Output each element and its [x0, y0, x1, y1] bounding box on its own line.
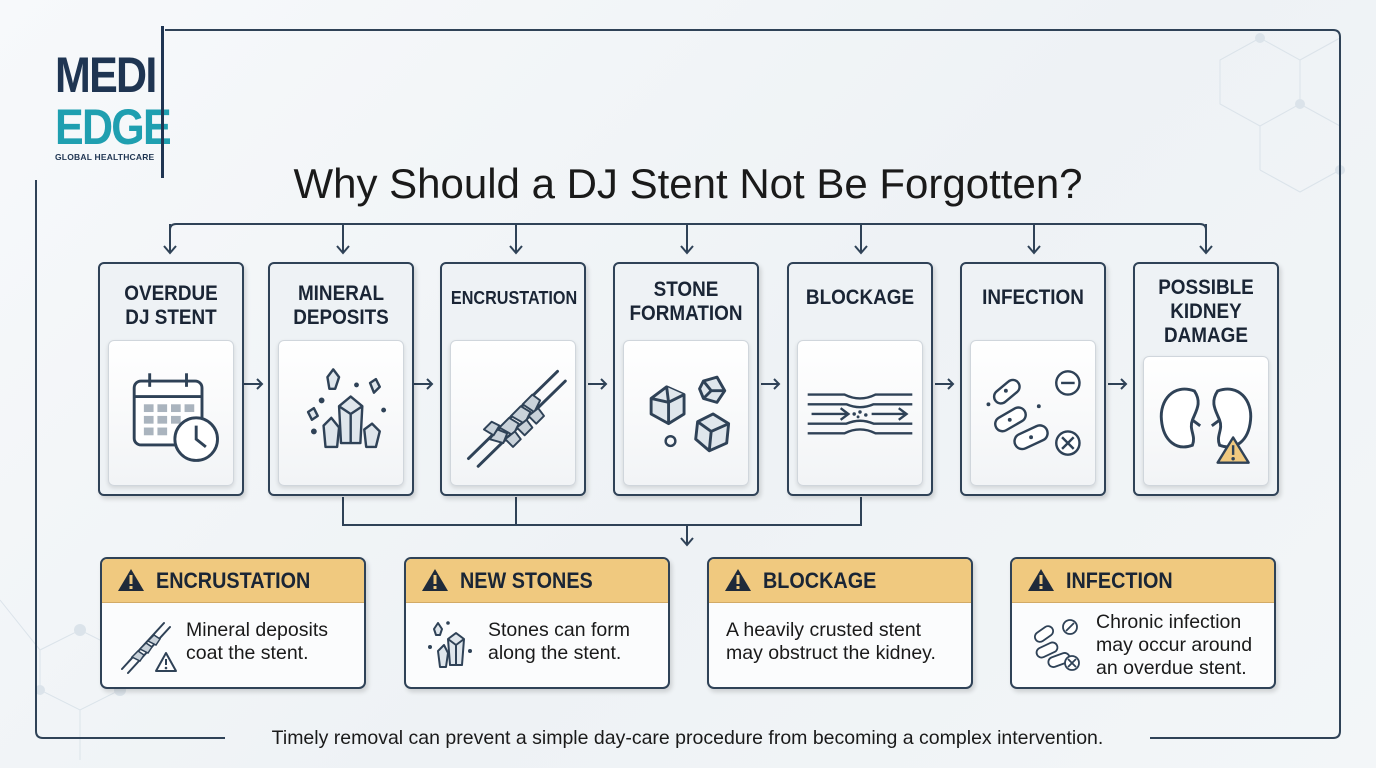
warning-text: Stones can form along the stent.	[488, 619, 630, 664]
down-arrow-2	[336, 224, 350, 255]
stage-title: POSSIBLE KIDNEY DAMAGE	[1158, 276, 1254, 347]
warning-triangle-icon	[422, 569, 448, 591]
page-title: Why Should a DJ Stent Not Be Forgotten?	[293, 160, 1083, 207]
blocked-flow-icon	[797, 340, 923, 486]
flow-arrow-5	[935, 378, 955, 390]
bacteria-icon	[970, 340, 1096, 486]
warning-triangle-icon	[1028, 569, 1054, 591]
stage-title: INFECTION	[982, 286, 1084, 309]
bacteria-icon	[1034, 619, 1080, 671]
logo-tagline: GLOBAL HEALTHCARE	[55, 152, 155, 162]
stage-card-stone-formation: STONE FORMATION	[613, 262, 759, 496]
flow-arrow-6	[1108, 378, 1128, 390]
down-arrow-6	[1027, 224, 1041, 255]
stage-card-mineral-deposits: MINERAL DEPOSITS	[268, 262, 414, 496]
stage-card-encrustation: ENCRUSTATION	[440, 262, 586, 496]
down-arrow-1	[163, 224, 177, 255]
down-arrow-7	[1199, 224, 1213, 255]
flow-arrow-3	[588, 378, 608, 390]
stage-title: OVERDUE DJ STENT	[124, 282, 218, 329]
stage-card-possible-kidney-damage: POSSIBLE KIDNEY DAMAGE	[1133, 262, 1279, 496]
outer-frame	[35, 29, 1341, 739]
warning-title: NEW STONES	[460, 568, 593, 593]
warning-box-new-stones: NEW STONES Stones can form along the ste…	[404, 557, 670, 689]
warning-header: INFECTION	[1012, 559, 1274, 603]
encrusted-stent-warning-icon	[121, 622, 177, 674]
flow-arrow-2	[414, 378, 434, 390]
stage-title: STONE FORMATION	[629, 278, 743, 325]
stage-card-blockage: BLOCKAGE	[787, 262, 933, 496]
logo-medi: MEDI	[55, 47, 157, 103]
warning-text: Mineral deposits coat the stent.	[186, 619, 328, 664]
collector-arrowhead	[680, 537, 694, 547]
footer-note: Timely removal can prevent a simple day-…	[271, 727, 1104, 749]
crystals-icon	[278, 340, 404, 486]
stage-card-infection: INFECTION	[960, 262, 1106, 496]
warning-text: A heavily crusted stent may obstruct the…	[726, 619, 936, 664]
down-arrow-3	[509, 224, 523, 255]
down-arrow-5	[854, 224, 868, 255]
logo-divider	[161, 26, 164, 178]
warning-box-blockage: BLOCKAGE A heavily crusted stent may obs…	[707, 557, 973, 689]
stage-title: BLOCKAGE	[805, 286, 915, 309]
brand-logo: MEDI EDGE GLOBAL HEALTHCARE	[55, 26, 172, 178]
warning-header: NEW STONES	[406, 559, 668, 603]
flow-arrow-4	[761, 378, 781, 390]
warning-title: INFECTION	[1066, 568, 1173, 593]
warning-triangle-icon	[725, 569, 751, 591]
bottom-collector-line	[342, 497, 862, 545]
encrusted-stent-icon	[450, 340, 576, 486]
kidney-warning-icon	[1143, 356, 1269, 486]
warning-header: BLOCKAGE	[709, 559, 971, 603]
warning-title: ENCRUSTATION	[156, 568, 311, 593]
down-arrow-4	[680, 224, 694, 255]
stones-icon	[623, 340, 749, 486]
warning-box-infection: INFECTION Chronic infection may occur ar…	[1010, 557, 1276, 689]
warning-triangle-icon	[118, 569, 144, 591]
logo-edge: EDGE	[55, 99, 172, 155]
stage-title: ENCRUSTATION	[450, 288, 578, 308]
crystals-icon	[428, 621, 472, 668]
stage-card-overdue-dj-stent: OVERDUE DJ STENT	[98, 262, 244, 496]
warning-header: ENCRUSTATION	[102, 559, 364, 603]
stage-title: MINERAL DEPOSITS	[293, 282, 389, 329]
warning-box-encrustation: ENCRUSTATION Mineral deposits coat the s…	[100, 557, 366, 689]
warning-text: Chronic infection may occur around an ov…	[1096, 611, 1253, 679]
calendar-clock-icon	[108, 340, 234, 486]
flow-arrow-1	[244, 378, 264, 390]
warning-title: BLOCKAGE	[763, 568, 877, 593]
